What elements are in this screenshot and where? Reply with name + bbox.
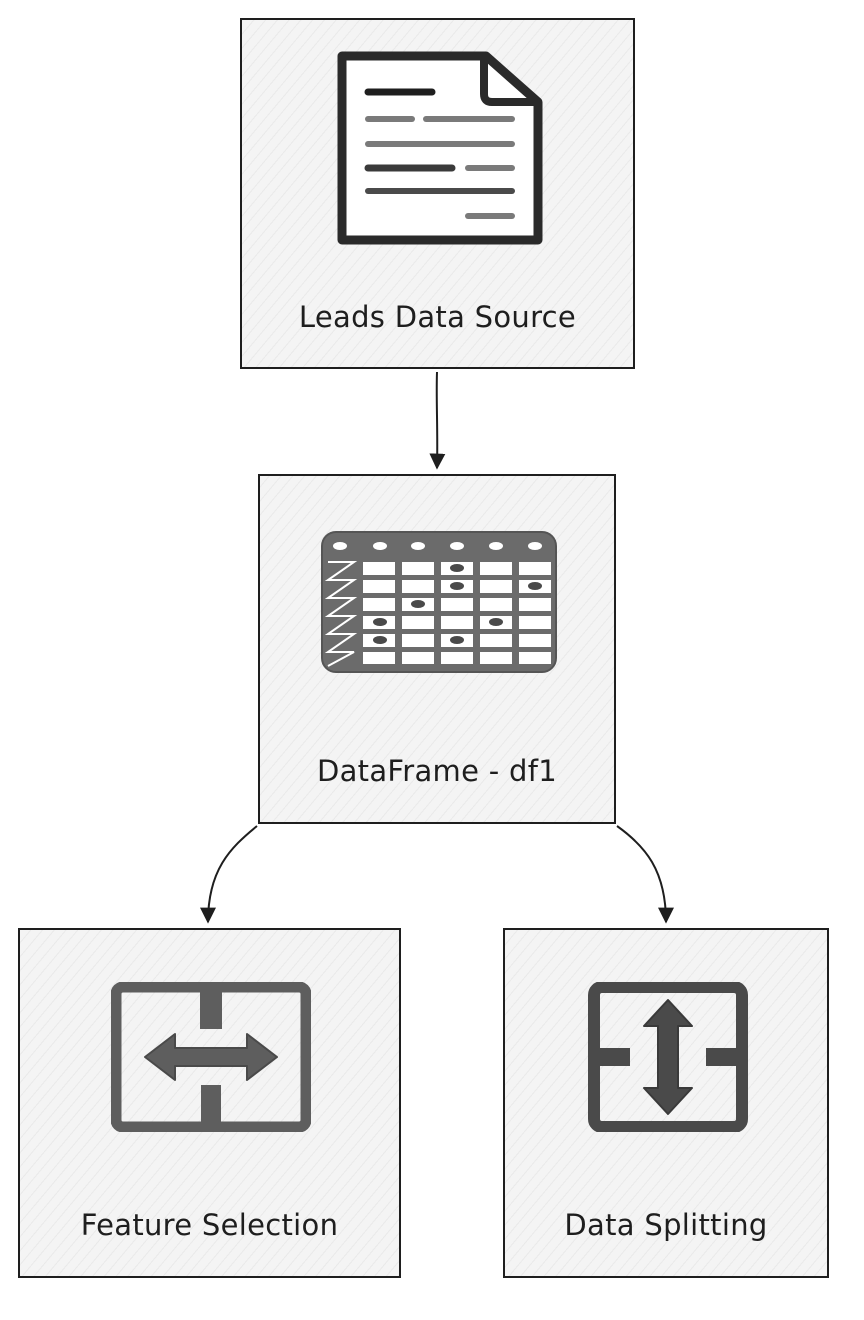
node-label-data-splitting: Data Splitting (564, 1208, 768, 1242)
document-icon (337, 51, 543, 245)
node-label-feature-selection: Feature Selection (80, 1208, 339, 1242)
node-label-dataframe: DataFrame - df1 (316, 754, 558, 788)
node-feature-selection[interactable]: Feature Selection (18, 928, 401, 1278)
horizontal-split-arrows-icon (111, 982, 311, 1132)
edge-dataframe-to-feature-selection (200, 825, 258, 924)
node-label-leads: Leads Data Source (298, 300, 577, 334)
vertical-split-arrows-icon (588, 982, 748, 1132)
table-icon (321, 531, 557, 673)
edge-dataframe-to-data-splitting (616, 825, 674, 924)
node-dataframe[interactable]: DataFrame - df1 (258, 474, 616, 824)
edge-leads-to-dataframe (429, 371, 446, 470)
node-data-splitting[interactable]: Data Splitting (503, 928, 829, 1278)
node-leads-data-source[interactable]: Leads Data Source (240, 18, 635, 369)
